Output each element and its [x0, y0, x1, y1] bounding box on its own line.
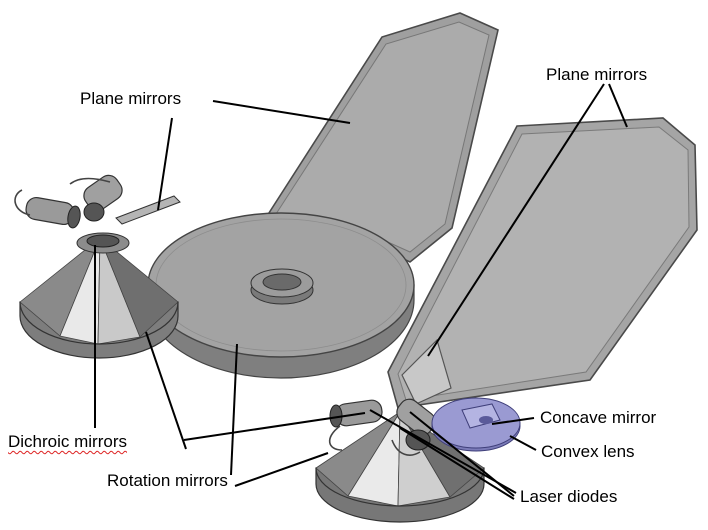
label-concave-mirror: Concave mirror [540, 408, 657, 427]
small-plane-mirror [401, 338, 452, 405]
plane-mirror-panel-right [387, 117, 698, 409]
label-laser-diodes: Laser diodes [520, 487, 618, 506]
leader-lines [94, 83, 628, 500]
rotation-disc [147, 212, 415, 379]
label-plane-mirrors-right: Plane mirrors [546, 65, 648, 84]
lens-and-concave-mirror [431, 397, 521, 452]
label-dichroic-mirrors: Dichroic mirrors [8, 432, 127, 451]
label-convex-lens: Convex lens [541, 442, 635, 461]
pen-plane-mirror [115, 195, 181, 225]
left-cone-assembly [14, 174, 181, 359]
label-rotation-mirrors: Rotation mirrors [107, 471, 228, 490]
label-plane-mirrors-left: Plane mirrors [80, 89, 182, 108]
